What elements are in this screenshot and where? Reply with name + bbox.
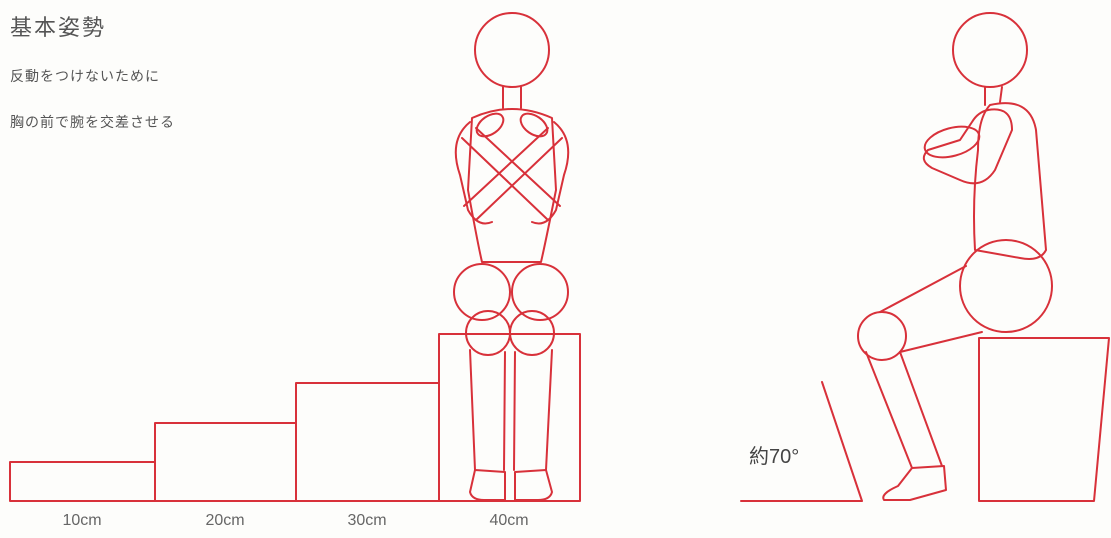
height-label-10: 10cm	[62, 512, 101, 530]
box-20cm	[155, 423, 296, 501]
step-boxes	[10, 334, 580, 501]
height-label-40: 40cm	[489, 512, 528, 530]
side-figure	[741, 13, 1109, 501]
height-label-20: 20cm	[205, 512, 244, 530]
box-30cm	[296, 383, 439, 501]
height-label-30: 30cm	[347, 512, 386, 530]
front-figure	[454, 13, 568, 500]
angle-label: 約70°	[749, 440, 799, 469]
box-40cm	[439, 334, 580, 501]
box-10cm	[10, 462, 155, 501]
